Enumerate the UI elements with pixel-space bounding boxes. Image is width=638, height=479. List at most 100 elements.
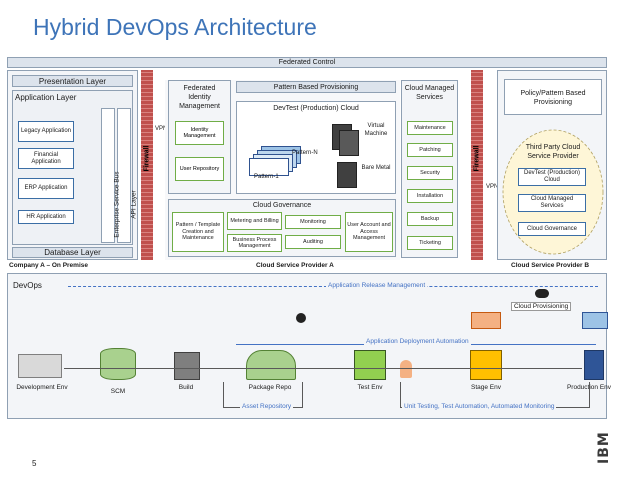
production-env-icon [584, 350, 604, 380]
pipeline-line [64, 368, 582, 369]
tester-icon [400, 360, 412, 378]
service-backup-label: Backup [420, 215, 440, 222]
service-backup: Backup [407, 212, 453, 226]
presentation-layer: Presentation Layer [12, 75, 133, 87]
pattern-provisioning-label: Pattern Based Provisioning [273, 84, 359, 91]
pattern-template-label: Pattern / Template Creation and Maintena… [175, 222, 221, 242]
service-ticketing-label: Ticketing [419, 239, 441, 246]
database-layer: Database Layer [12, 247, 133, 258]
pattern-n-label: Pattern-N [292, 150, 318, 156]
service-maintenance: Maintenance [407, 121, 453, 135]
provider-b-devtest-label: DevTest (Production) Cloud [523, 170, 581, 183]
automation-icon [296, 313, 306, 323]
user-account-label: User Account and Access Management [347, 222, 391, 242]
bpm-label: Business Process Management [232, 236, 277, 250]
user-repository-box: User Repository [175, 157, 224, 181]
monitoring-label: Monitoring [300, 218, 326, 225]
provider-b-managed-box: Cloud Managed Services [518, 194, 586, 212]
stage-env-icon [470, 350, 502, 380]
legacy-app: Legacy Application [18, 121, 74, 142]
devops-label: DevOps [13, 281, 42, 290]
provider-b-devtest-box: DevTest (Production) Cloud [518, 168, 586, 186]
financial-app-label: Financial Application [31, 151, 61, 165]
stage-build: Build [178, 384, 194, 391]
auditing-box: Auditing [285, 235, 341, 249]
user-repository-label: User Repository [179, 165, 220, 172]
release-mgmt-label: Application Release Management [326, 282, 428, 289]
cloud-managed-services-panel: Cloud Managed Services Maintenance Patch… [401, 80, 458, 258]
vpn-right-label: VPN [486, 184, 499, 190]
vpn-left-label: VPN [155, 126, 168, 132]
erp-app-label: ERP Application [24, 185, 68, 191]
provision-target-a [471, 312, 501, 329]
firewall-right-label: Firewall [473, 145, 481, 172]
provider-a-caption: Cloud Service Provider A [256, 262, 334, 269]
pattern-template-box: Pattern / Template Creation and Maintena… [172, 212, 224, 252]
metering-label: Metering and Billing [230, 217, 279, 224]
page-number: 5 [32, 459, 37, 468]
service-security-label: Security [420, 169, 440, 176]
stage-test-env: Test Env [357, 384, 383, 391]
service-patching: Patching [407, 143, 453, 157]
hr-app: HR Application [18, 210, 74, 224]
third-party-label: Third Party Cloud Service Provider [525, 144, 581, 160]
provider-b-governance-box: Cloud Governance [518, 222, 586, 236]
pattern-1-label: Pattern-1 [254, 174, 279, 180]
virtual-machine-icon-front [339, 130, 359, 156]
database-layer-label: Database Layer [44, 248, 101, 257]
metering-box: Metering and Billing [227, 212, 282, 230]
virtual-machine-label: Virtual Machine [364, 123, 388, 137]
cloud-managed-services-label: Cloud Managed Services [404, 85, 455, 101]
application-layer-label: Application Layer [15, 93, 77, 102]
stage-development-env: Development Env [16, 384, 68, 391]
user-account-box: User Account and Access Management [345, 212, 393, 252]
federated-identity-label: Federated Identity Management [179, 85, 220, 110]
cloud-governance-label: Cloud Governance [252, 202, 312, 209]
federated-control-bar: Federated Control [7, 57, 607, 68]
stage-package-repo: Package Repo [248, 384, 292, 391]
bpm-box: Business Process Management [227, 234, 282, 252]
cloud-governance-panel: Cloud Governance Pattern / Template Crea… [168, 199, 396, 257]
test-env-icon [354, 350, 386, 380]
asset-repository-label: Asset Repository [240, 403, 294, 410]
identity-management-box: Identity Management [175, 121, 224, 145]
service-installation: Installation [407, 189, 453, 203]
api-layer-column [117, 108, 131, 243]
monitoring-box: Monitoring [285, 215, 341, 229]
testing-label: Unit Testing, Test Automation, Automated… [402, 403, 557, 410]
scm-icon [100, 348, 136, 380]
service-security: Security [407, 166, 453, 180]
package-repo-icon [246, 350, 296, 380]
company-a-caption: Company A – On Premise [9, 262, 88, 269]
esb-label: Enterprise Service Bus [113, 171, 121, 238]
service-ticketing: Ticketing [407, 236, 453, 250]
bare-metal-icon [337, 162, 357, 188]
presentation-layer-label: Presentation Layer [38, 77, 107, 86]
pattern-card [249, 158, 289, 176]
application-layer: Application Layer Legacy Application Fin… [12, 90, 133, 245]
auditing-label: Auditing [303, 238, 323, 245]
firewall-left-label: Firewall [143, 145, 151, 172]
development-env-icon [18, 354, 62, 378]
legacy-app-label: Legacy Application [20, 128, 72, 134]
financial-app: Financial Application [18, 148, 74, 169]
federated-identity-panel: Federated Identity Management Identity M… [168, 80, 231, 194]
firewall-left [141, 70, 153, 260]
company-a-panel: Presentation Layer Application Layer Leg… [7, 70, 138, 260]
provider-b-panel: Policy/Pattern Based Provisioning Third … [497, 70, 607, 260]
cloud-provisioning-label: Cloud Provisioning [511, 302, 572, 311]
service-patching-label: Patching [419, 146, 441, 153]
stage-scm: SCM [110, 388, 126, 395]
pattern-stack-icon [249, 146, 309, 186]
policy-provisioning-label: Policy/Pattern Based Provisioning [520, 90, 586, 106]
provider-b-managed-label: Cloud Managed Services [530, 196, 574, 209]
service-installation-label: Installation [416, 192, 444, 199]
provider-b-caption: Cloud Service Provider B [511, 262, 590, 269]
devtest-cloud-label: DevTest (Production) Cloud [273, 105, 359, 112]
page-title: Hybrid DevOps Architecture [33, 14, 317, 40]
hr-app-label: HR Application [26, 213, 66, 220]
build-icon [174, 352, 200, 380]
api-layer-label: API Layer [130, 190, 138, 219]
service-maintenance-label: Maintenance [414, 124, 446, 131]
federated-control-label: Federated Control [278, 59, 336, 66]
